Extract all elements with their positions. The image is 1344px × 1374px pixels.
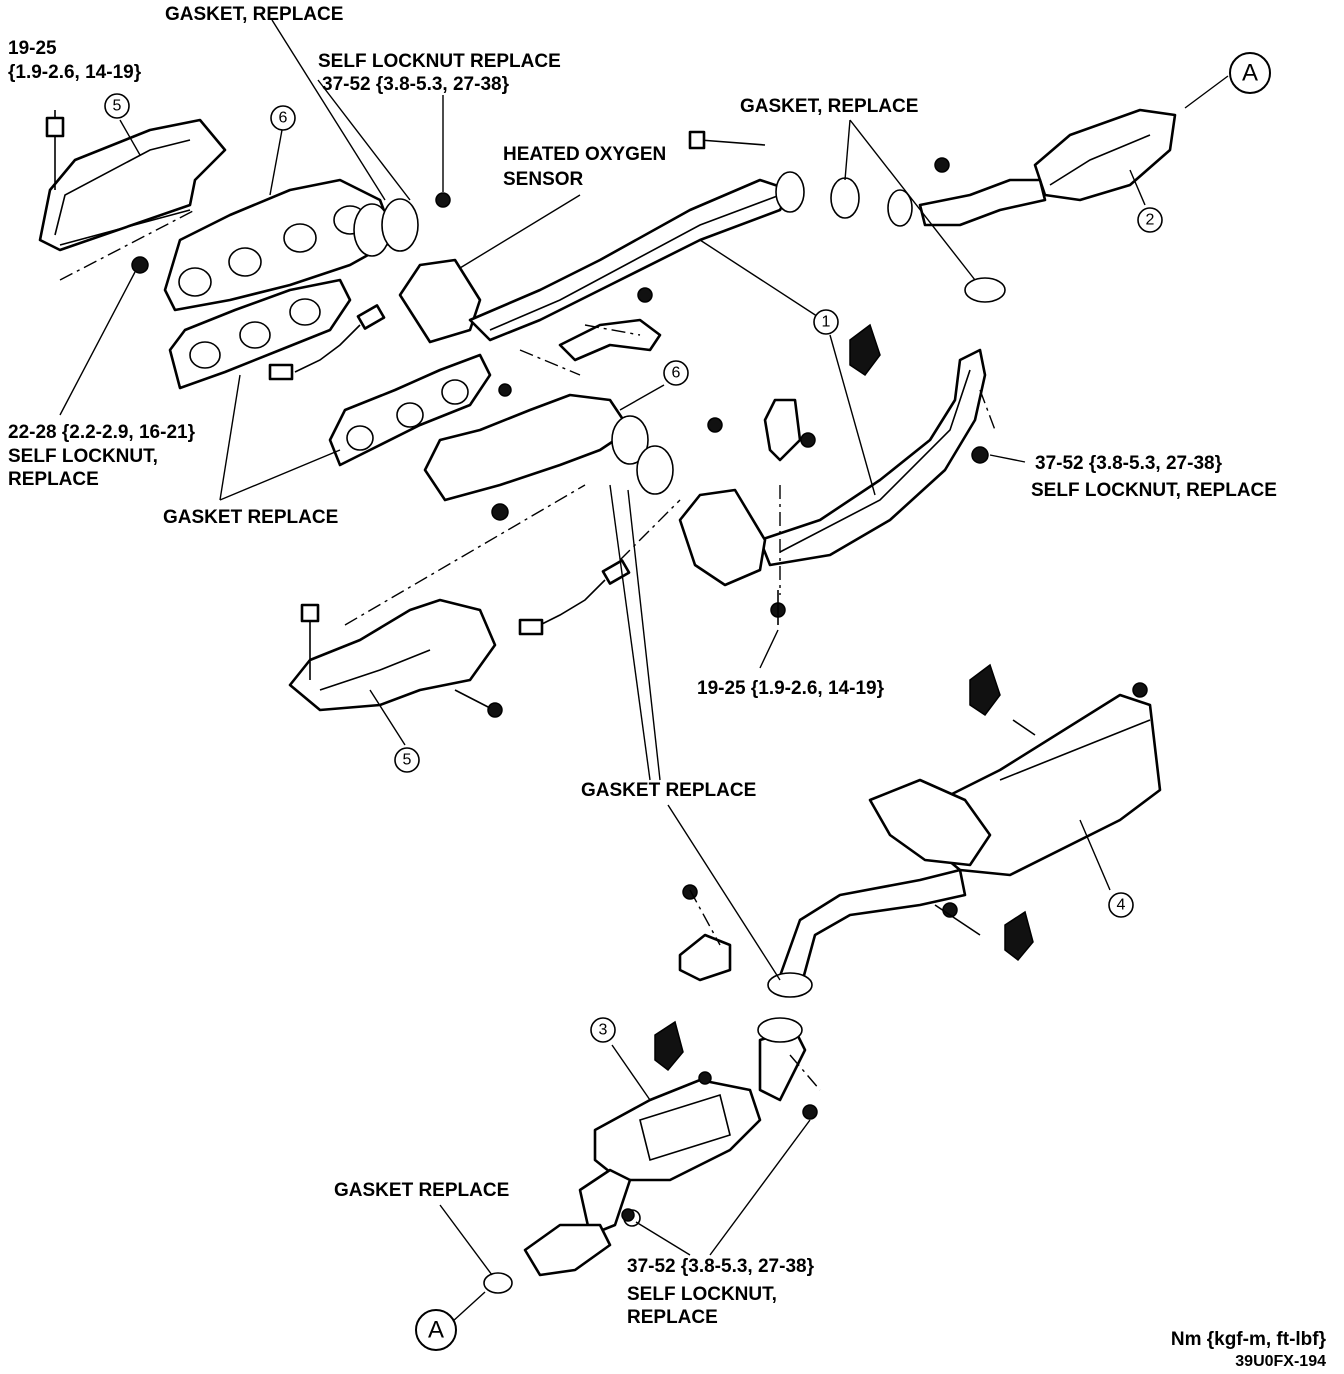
label-gasket-replace-center: GASKET REPLACE [581,780,756,801]
callout-6-mid: 6 [663,360,689,386]
svg-text:4: 4 [1117,897,1126,914]
exhaust-manifold-lower [423,393,674,502]
oxygen-sensor-lower [518,559,631,636]
bracket-middle [678,933,732,982]
label-gasket-replace-top: GASKET, REPLACE [165,4,343,25]
svg-text:5: 5 [403,752,412,769]
callout-5-bottom: 5 [394,747,420,773]
callout-2: 2 [1137,207,1163,233]
gasket-ring-right-a [775,171,805,213]
gasket-ring-right-c [887,189,913,227]
rubber-hanger-3 [1004,910,1034,962]
svg-text:5: 5 [113,98,122,115]
label-gasket-replace-bottom: GASKET REPLACE [334,1180,509,1201]
heat-insulator-lower [288,598,497,712]
rubber-hanger-1 [849,323,881,377]
label-heated-oxygen-1: HEATED OXYGEN [503,144,666,165]
label-mid-torque: 19-25 {1.9-2.6, 14-19} [697,678,885,699]
callout-6-top: 6 [270,105,296,131]
bracket-upper [558,318,662,362]
label-self-locknut-replace-top: SELF LOCKNUT REPLACE [318,51,561,72]
callout-4: 4 [1108,892,1134,918]
oxygen-sensor-upper [268,304,386,381]
label-bottom-torque: 37-52 {3.8-5.3, 27-38} [627,1256,815,1277]
svg-text:6: 6 [279,110,288,127]
label-bottom-locknut-2: REPLACE [627,1307,718,1328]
svg-text:1: 1 [822,314,831,331]
catalytic-converter-upper [398,258,482,344]
label-left-locknut-2: REPLACE [8,469,99,490]
alignment-lines [59,209,996,1091]
bracket-lower [763,398,802,462]
label-figure-code: 39U0FX-194 [1235,1353,1326,1370]
label-torque-top-left-1: 19-25 [8,38,57,59]
gasket-ring-upper-b [381,198,419,252]
manifold-gasket-upper [168,278,352,390]
rubber-hanger-2 [969,663,1001,717]
front-pipe [468,178,792,342]
svg-text:3: 3 [599,1022,608,1039]
svg-text:6: 6 [672,365,681,382]
middle-pipe [757,868,967,1102]
label-left-locknut-1: SELF LOCKNUT, [8,446,158,467]
leader-lines [59,19,1229,1323]
tail-pipe [483,1209,641,1294]
main-silencer [868,693,1162,877]
heat-insulator-upper [38,110,227,252]
catalytic-converter-lower [678,488,767,587]
ref-a-bottom: A [415,1309,457,1351]
label-heated-oxygen-2: SENSOR [503,169,584,190]
bolts [454,130,1036,936]
callout-5-top: 5 [104,93,130,119]
lower-pipe-branch [758,348,987,567]
fasteners [131,157,1148,1222]
gasket-ring-right-d [964,277,1006,303]
catalytic-converter-2 [918,108,1177,227]
label-units: Nm {kgf-m, ft-lbf} [1171,1329,1327,1350]
label-torque-top-left-2: {1.9-2.6, 14-19} [8,62,142,83]
label-right-locknut: SELF LOCKNUT, REPLACE [1031,480,1277,501]
manifold-gasket-lower [328,353,492,467]
callout-3: 3 [590,1017,616,1043]
label-torque-self-locknut-top: 37-52 {3.8-5.3, 27-38} [322,74,510,95]
svg-text:2: 2 [1146,212,1155,229]
label-gasket-replace-mid: GASKET REPLACE [163,507,338,528]
label-bottom-locknut-1: SELF LOCKNUT, [627,1284,777,1305]
label-right-torque: 37-52 {3.8-5.3, 27-38} [1035,453,1223,474]
rubber-hanger-4 [654,1020,684,1072]
label-gasket-replace-right: GASKET, REPLACE [740,96,918,117]
ref-a-top: A [1229,52,1271,94]
callout-1: 1 [813,309,839,335]
svg-text:A: A [1242,60,1258,87]
gasket-ring-right-b [830,177,860,219]
label-left-torque: 22-28 {2.2-2.9, 16-21} [8,422,196,443]
pre-silencer [578,1078,762,1237]
svg-text:A: A [428,1317,444,1344]
